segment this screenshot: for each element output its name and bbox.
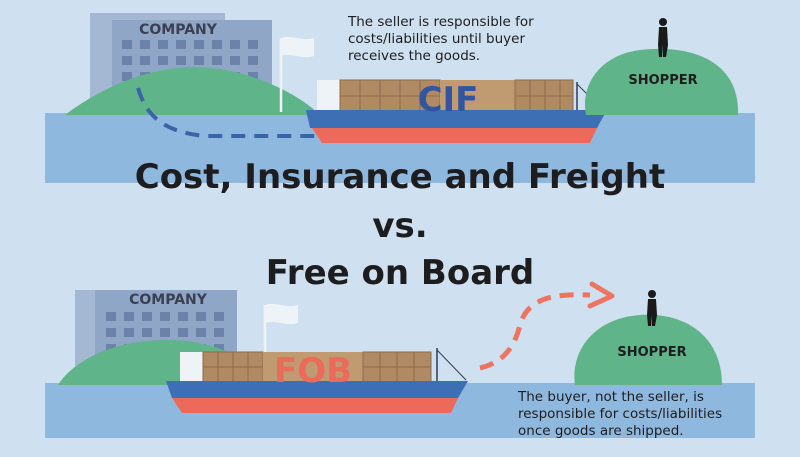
bottom-ship-label: FOB	[274, 351, 352, 391]
bottom-shopper-island	[574, 314, 722, 385]
bottom-company-label: COMPANY	[129, 292, 208, 308]
title-line-fob: Free on Board	[265, 253, 535, 293]
title-line-cif: Cost, Insurance and Freight	[134, 157, 666, 197]
top-ship: CIF	[306, 79, 607, 143]
top-note-line: receives the goods.	[348, 48, 481, 64]
bottom-note-line: once goods are shipped.	[518, 423, 684, 439]
bottom-route-arrowhead-icon	[587, 281, 615, 309]
bottom-scene: FOB COMPANY SHOPPER	[45, 281, 755, 438]
bottom-shopper-figure	[647, 290, 657, 326]
top-shopper-figure	[658, 18, 668, 57]
top-note-line: The seller is responsible for	[348, 14, 534, 30]
bottom-note: The buyer, not the seller, is responsibl…	[518, 389, 722, 440]
top-shopper-island	[584, 48, 739, 116]
bottom-shopper-label: SHOPPER	[617, 345, 686, 360]
top-note: The seller is responsible for costs/liab…	[348, 14, 534, 65]
top-left-hill	[65, 67, 320, 115]
top-company-label: COMPANY	[139, 22, 218, 38]
top-note-line: costs/liabilities until buyer	[348, 31, 526, 47]
top-flag	[279, 36, 314, 112]
top-scene: CIF COMPANY SHOPPER	[45, 13, 755, 183]
bottom-ship: FOB	[166, 348, 468, 413]
bottom-note-line: responsible for costs/liabilities	[518, 406, 723, 422]
top-shopper-label: SHOPPER	[628, 73, 697, 88]
top-company-building	[90, 13, 272, 110]
title-line-vs: vs.	[372, 206, 428, 246]
top-route	[136, 87, 320, 138]
bottom-route	[479, 292, 591, 371]
bottom-note-line: The buyer, not the seller, is	[518, 389, 704, 405]
top-ship-label: CIF	[418, 80, 479, 120]
